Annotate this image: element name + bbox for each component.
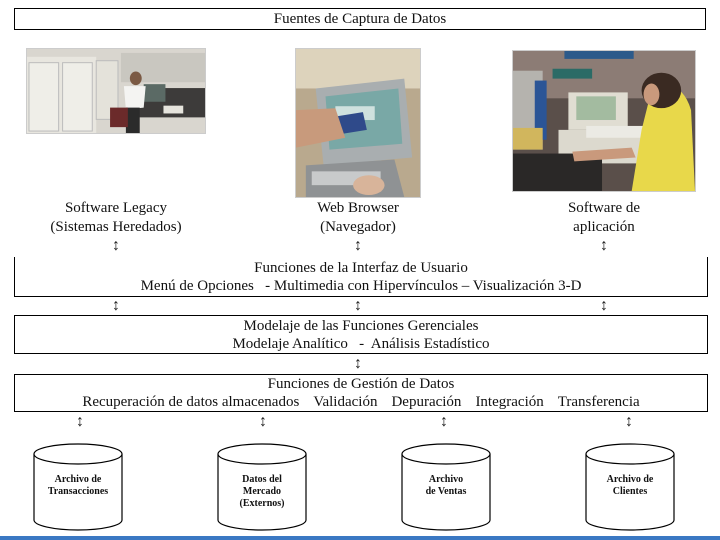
database-label-line: Archivo de: [54, 474, 102, 485]
database-label-line: Archivo: [428, 474, 464, 485]
double-arrow-icon: ↕: [354, 297, 362, 314]
database-label-line: de Ventas: [425, 486, 467, 497]
double-arrow-icon: ↕: [354, 355, 362, 372]
double-arrow-icon: ↕: [600, 237, 608, 254]
database-market-data: Datos del Mercado (Externos): [217, 442, 307, 532]
data-operations-list: Recuperación de datos almacenados Valida…: [15, 393, 707, 411]
ui-layer-title: Funciones de la Interfaz de Usuario: [254, 260, 468, 276]
source-label-legacy-line1: Software Legacy: [64, 200, 168, 216]
capture-sources-title: Fuentes de Captura de Datos: [14, 8, 706, 30]
double-arrow-icon: ↕: [76, 413, 84, 430]
management-layer-subtitle: Modelaje Analítico - Análisis Estadístic…: [232, 336, 490, 352]
database-clients: Archivo de Clientes: [585, 442, 675, 532]
source-label-app-line2: aplicación: [573, 219, 635, 235]
double-arrow-icon: ↕: [625, 413, 633, 430]
source-label-web-line1: Web Browser: [317, 200, 399, 216]
operation-integration: Integración: [475, 394, 544, 410]
office-computer-room-photo: [26, 48, 206, 134]
double-arrow-icon: ↕: [440, 413, 448, 430]
database-label-line: Mercado: [242, 486, 282, 497]
database-label-line: Clientes: [612, 486, 648, 497]
double-arrow-icon: ↕: [112, 237, 120, 254]
double-arrow-icon: ↕: [112, 297, 120, 314]
database-label-line: (Externos): [239, 498, 285, 509]
database-label-line: Transacciones: [47, 486, 109, 497]
data-management-functions-box: Funciones de Gestión de Datos Recuperaci…: [14, 374, 708, 412]
database-sales: Archivo de Ventas: [401, 442, 491, 532]
database-cylinder-icon: [217, 443, 307, 531]
double-arrow-icon: ↕: [259, 413, 267, 430]
database-label-line: Datos del: [242, 474, 282, 485]
database-cylinder-icon: [401, 443, 491, 531]
database-transactions: Archivo de Transacciones: [33, 442, 123, 532]
ui-layer-subtitle: Menú de Opciones - Multimedia con Hiperv…: [140, 278, 582, 294]
double-arrow-icon: ↕: [600, 297, 608, 314]
source-label-web-browser: Web Browser (Navegador): [258, 199, 458, 237]
source-label-web-line2: (Navegador): [320, 219, 396, 235]
management-layer-title: Modelaje de las Funciones Gerenciales: [243, 318, 479, 334]
operation-validation: Validación: [313, 394, 378, 410]
database-cylinder-icon: [585, 443, 675, 531]
data-layer-title: Funciones de Gestión de Datos: [267, 376, 455, 392]
source-label-legacy-line2: (Sistemas Heredados): [50, 219, 182, 235]
double-arrow-icon: ↕: [354, 237, 362, 254]
cashier-checkout-photo: [512, 50, 696, 192]
user-interface-functions-box: Funciones de la Interfaz de Usuario Menú…: [14, 257, 708, 297]
database-label: Datos del Mercado (Externos): [217, 474, 307, 510]
operation-retrieval: Recuperación de datos almacenados: [82, 394, 300, 410]
source-label-app-line1: Software de: [567, 200, 641, 216]
management-functions-box: Modelaje de las Funciones Gerenciales Mo…: [14, 315, 708, 354]
database-label: Archivo de Transacciones: [33, 474, 123, 498]
source-label-legacy: Software Legacy (Sistemas Heredados): [16, 199, 216, 237]
bottom-accent-bar: [0, 536, 720, 540]
operation-cleansing: Depuración: [391, 394, 462, 410]
database-label: Archivo de Ventas: [401, 474, 491, 498]
credit-card-terminal-photo: [295, 48, 421, 198]
database-label-line: Archivo de: [606, 474, 654, 485]
operation-transfer: Transferencia: [557, 394, 640, 410]
database-cylinder-icon: [33, 443, 123, 531]
source-label-application: Software de aplicación: [504, 199, 704, 237]
database-label: Archivo de Clientes: [585, 474, 675, 498]
